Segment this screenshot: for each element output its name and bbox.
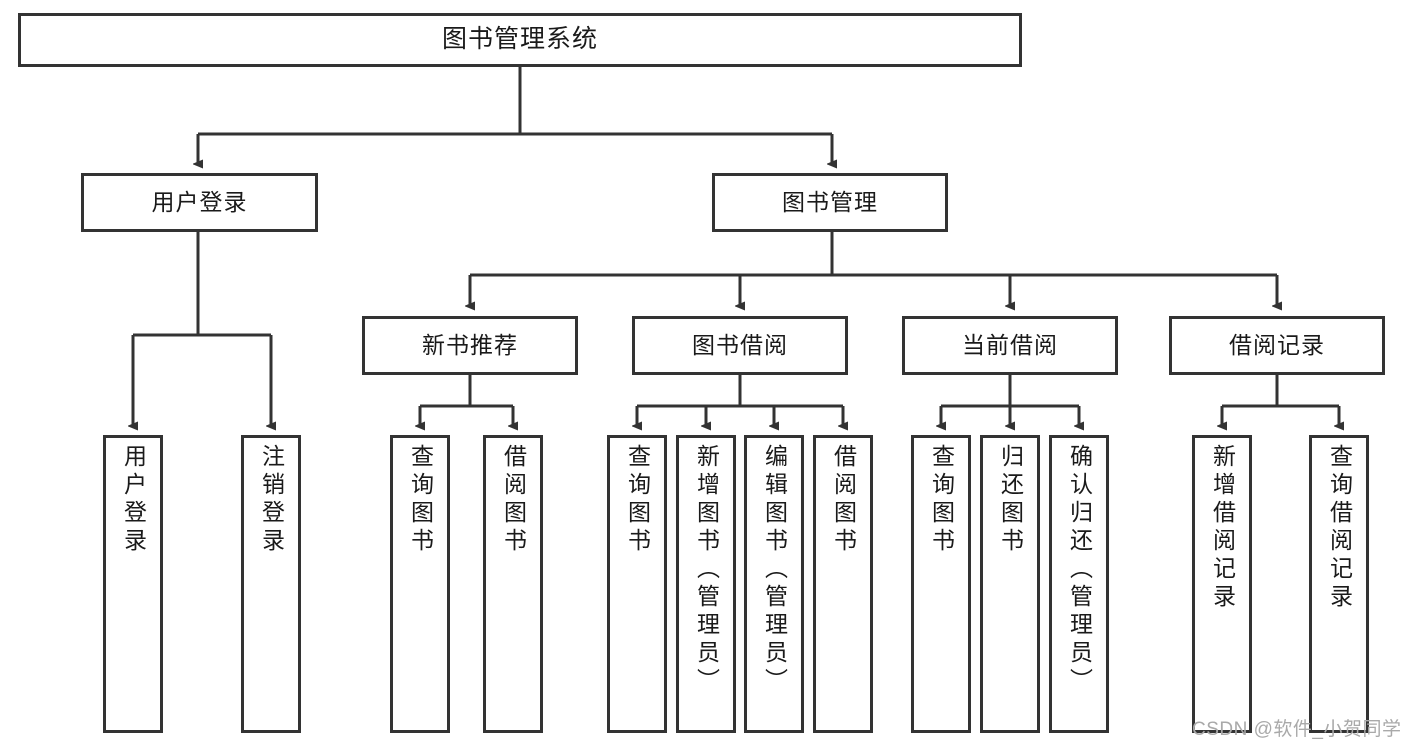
leaf-user-login[interactable]: 用户登录 [103, 435, 163, 733]
node-borrow-records-label: 借阅记录 [1229, 331, 1325, 358]
node-book-management[interactable]: 图书管理 [712, 173, 948, 232]
leaf-borrow-borrow-book[interactable]: 借阅图书 [813, 435, 873, 733]
leaf-records-add-label: 新增借阅记录 [1209, 444, 1236, 612]
leaf-current-confirm-return-label: 确认归还（管理员） [1066, 444, 1093, 696]
node-new-book-recommend[interactable]: 新书推荐 [362, 316, 578, 375]
node-current-borrow-label: 当前借阅 [962, 331, 1058, 358]
node-new-book-recommend-label: 新书推荐 [422, 331, 518, 358]
leaf-current-query-label: 查询图书 [928, 444, 955, 556]
leaf-logout-label: 注销登录 [258, 444, 285, 556]
leaf-borrow-borrow-book-label: 借阅图书 [830, 444, 857, 556]
node-root[interactable]: 图书管理系统 [18, 13, 1022, 67]
leaf-borrow-edit-book[interactable]: 编辑图书（管理员） [744, 435, 804, 733]
leaf-new-book-borrow-label: 借阅图书 [500, 444, 527, 556]
leaf-current-query[interactable]: 查询图书 [911, 435, 971, 733]
watermark: CSDN @软件_小贺同学 [1192, 719, 1402, 740]
node-book-borrow-label: 图书借阅 [692, 331, 788, 358]
node-user-login-label: 用户登录 [151, 188, 248, 215]
leaf-user-login-label: 用户登录 [120, 444, 147, 556]
node-root-label: 图书管理系统 [441, 25, 598, 54]
leaf-new-book-query-label: 查询图书 [407, 444, 434, 556]
leaf-logout[interactable]: 注销登录 [241, 435, 301, 733]
leaf-borrow-query-label: 查询图书 [624, 444, 651, 556]
leaf-borrow-query[interactable]: 查询图书 [607, 435, 667, 733]
leaf-new-book-query[interactable]: 查询图书 [390, 435, 450, 733]
leaf-records-query-label: 查询借阅记录 [1326, 444, 1353, 612]
node-user-login[interactable]: 用户登录 [81, 173, 318, 232]
node-borrow-records[interactable]: 借阅记录 [1169, 316, 1385, 375]
leaf-borrow-edit-book-label: 编辑图书（管理员） [761, 444, 788, 696]
leaf-current-return-label: 归还图书 [997, 444, 1024, 556]
leaf-current-return[interactable]: 归还图书 [980, 435, 1040, 733]
leaf-records-add[interactable]: 新增借阅记录 [1192, 435, 1252, 733]
node-book-borrow[interactable]: 图书借阅 [632, 316, 848, 375]
leaf-current-confirm-return[interactable]: 确认归还（管理员） [1049, 435, 1109, 733]
leaf-new-book-borrow[interactable]: 借阅图书 [483, 435, 543, 733]
leaf-borrow-add-book-label: 新增图书（管理员） [693, 444, 720, 696]
leaf-records-query[interactable]: 查询借阅记录 [1309, 435, 1369, 733]
node-current-borrow[interactable]: 当前借阅 [902, 316, 1118, 375]
node-book-management-label: 图书管理 [782, 188, 878, 215]
leaf-borrow-add-book[interactable]: 新增图书（管理员） [676, 435, 736, 733]
